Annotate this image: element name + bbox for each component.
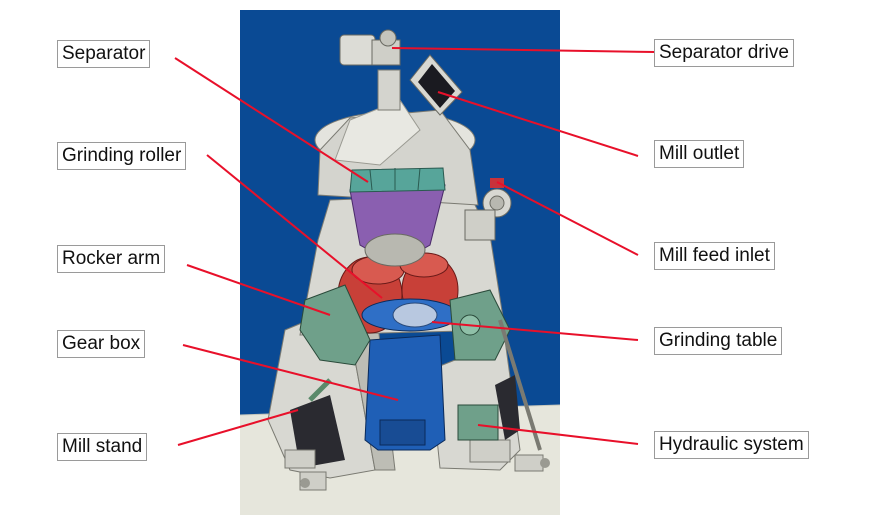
label-hydraulic-system: Hydraulic system	[654, 431, 809, 459]
leader-mill-outlet	[437, 91, 639, 157]
gear-box	[364, 334, 446, 451]
mill-feed-inlet	[464, 178, 512, 241]
hydraulic-system	[308, 319, 542, 451]
leader-hydraulic-system	[477, 424, 639, 445]
leader-grinding-roller	[206, 154, 383, 299]
leader-mill-feed-inlet	[496, 181, 639, 256]
leader-separator-drive	[391, 47, 656, 53]
leader-lines	[174, 47, 656, 446]
label-mill-outlet: Mill outlet	[654, 140, 745, 168]
mill-outlet	[409, 54, 463, 116]
rocker-arms	[299, 284, 511, 366]
grinding-table	[361, 298, 459, 332]
label-separator-drive: Separator drive	[654, 39, 794, 67]
label-grinding-roller: Grinding roller	[57, 142, 187, 170]
label-gear-box: Gear box	[57, 330, 146, 358]
leader-gear-box	[182, 344, 399, 401]
leader-grinding-table	[431, 321, 639, 341]
label-rocker-arm: Rocker arm	[57, 245, 166, 273]
separator-drive	[339, 29, 401, 66]
label-separator: Separator	[57, 40, 151, 68]
label-mill-stand: Mill stand	[57, 433, 148, 461]
leader-rocker-arm	[186, 264, 331, 316]
label-mill-feed-inlet: Mill feed inlet	[654, 242, 775, 270]
leader-separator	[174, 57, 369, 183]
label-grinding-table: Grinding table	[654, 327, 783, 355]
leader-mill-stand	[177, 409, 299, 446]
